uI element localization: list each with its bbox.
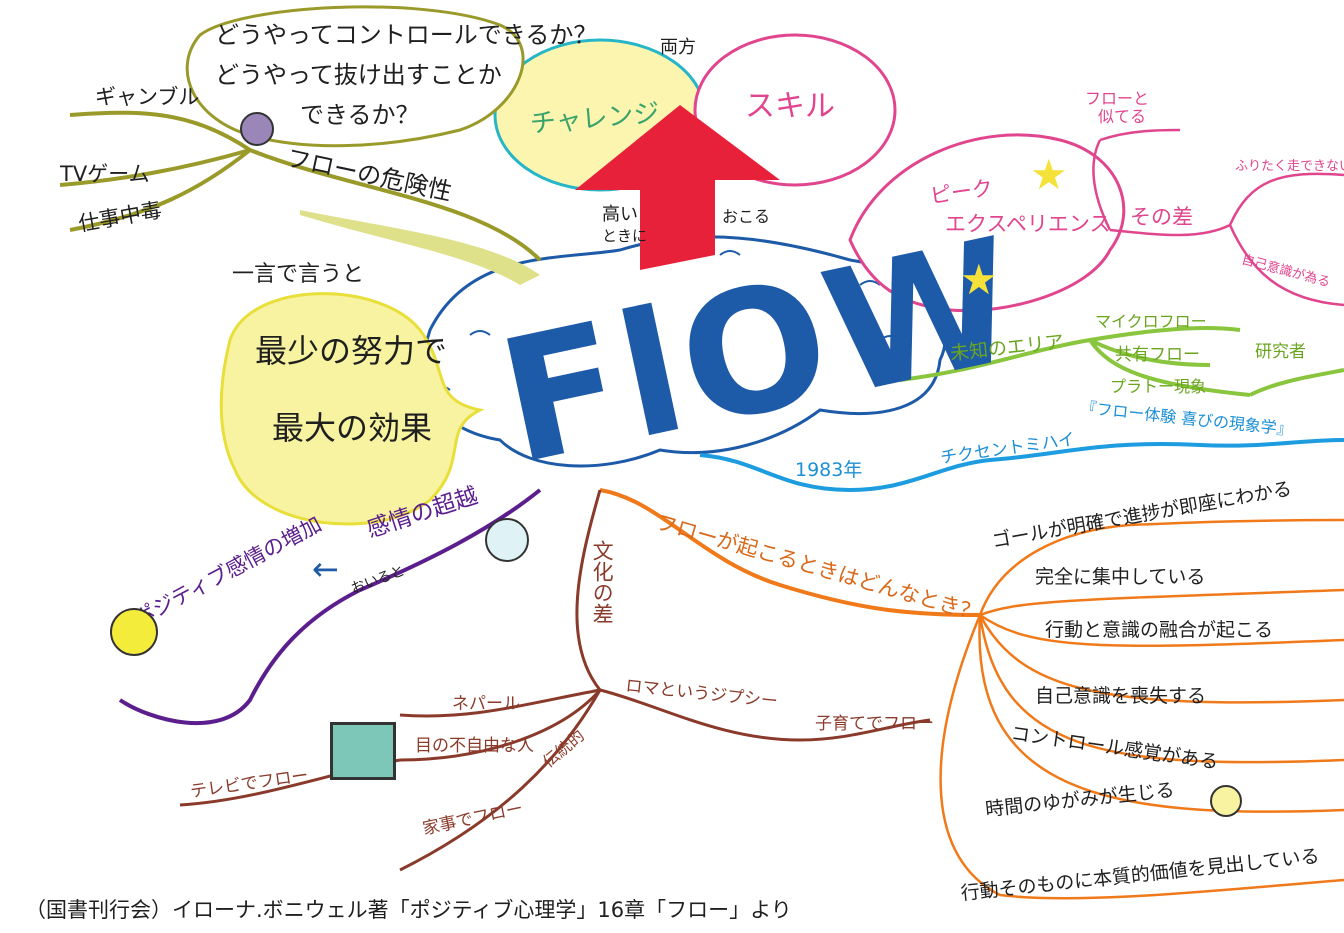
condition-item: 行動と意識の融合が起こる <box>1045 619 1274 641</box>
skull-icon <box>240 112 274 146</box>
skill-bubble <box>693 33 897 187</box>
condition-item: 自己意識を喪失する <box>1035 685 1207 707</box>
skill-label: スキル <box>745 89 835 124</box>
unknown-item-plateau: プラトー現象 <box>1110 377 1207 396</box>
high-label-line1: 高い <box>602 204 638 225</box>
peak-bubble <box>848 133 1126 313</box>
peak-sub-1: ふりたく走できない <box>1235 159 1344 174</box>
star-icon: ★ <box>960 255 998 304</box>
one-word-bubble <box>219 292 485 526</box>
footer-source: （国書刊行会）イローナ.ボニウェル著「ポジティブ心理学」16章「フロー」より <box>25 898 792 922</box>
culture-item: 目の不自由な人 <box>415 736 534 756</box>
condition-item: 完全に集中している <box>1035 566 1206 588</box>
unknown-note: 研究者 <box>1255 342 1306 362</box>
peak-label-line2: エクスペリエンス <box>945 212 1111 236</box>
star-icon: ★ <box>1030 150 1068 199</box>
year-label: 1983年 <box>795 459 863 481</box>
tv-icon <box>330 722 396 780</box>
risk-item-gamble: ギャンブル <box>95 85 200 109</box>
one-word-intro: 一言で言うと <box>232 262 365 287</box>
culture-item: 子育てでフロー <box>815 714 934 734</box>
center-cloud <box>422 235 947 468</box>
clock-icon <box>1210 785 1242 817</box>
one-word-line2: 最大の効果 <box>272 409 433 447</box>
arrow-left-icon: ← <box>312 550 339 588</box>
peak-resemble-line1: フローと <box>1085 89 1150 108</box>
culture-label: 文化の差 <box>590 540 615 624</box>
both-label: 両方 <box>660 37 696 58</box>
risk-question-line2: どうやって抜け出すことか <box>215 61 502 89</box>
risk-item-tvgame: TVゲーム <box>60 162 150 186</box>
one-word-line1: 最少の努力で <box>255 332 448 370</box>
culture-item: ネパール <box>452 694 520 714</box>
high-label-line2: ときに <box>602 227 648 245</box>
risk-question-line1: どうやってコントロールできるか？ <box>215 21 598 49</box>
smiley-icon <box>110 608 158 656</box>
occurs-label: おこる <box>722 207 771 226</box>
peak-diff-label: その差 <box>1130 205 1193 229</box>
unknown-item-micro: マイクロフロー <box>1095 312 1207 331</box>
calm-face-icon <box>485 518 529 562</box>
risk-question-line3: できるか？ <box>300 101 420 129</box>
up-arrow <box>575 105 780 270</box>
unknown-item-shared: 共有フロー <box>1115 345 1200 365</box>
peak-resemble-line2: 似てる <box>1098 107 1147 126</box>
risk-bubble <box>185 5 525 148</box>
